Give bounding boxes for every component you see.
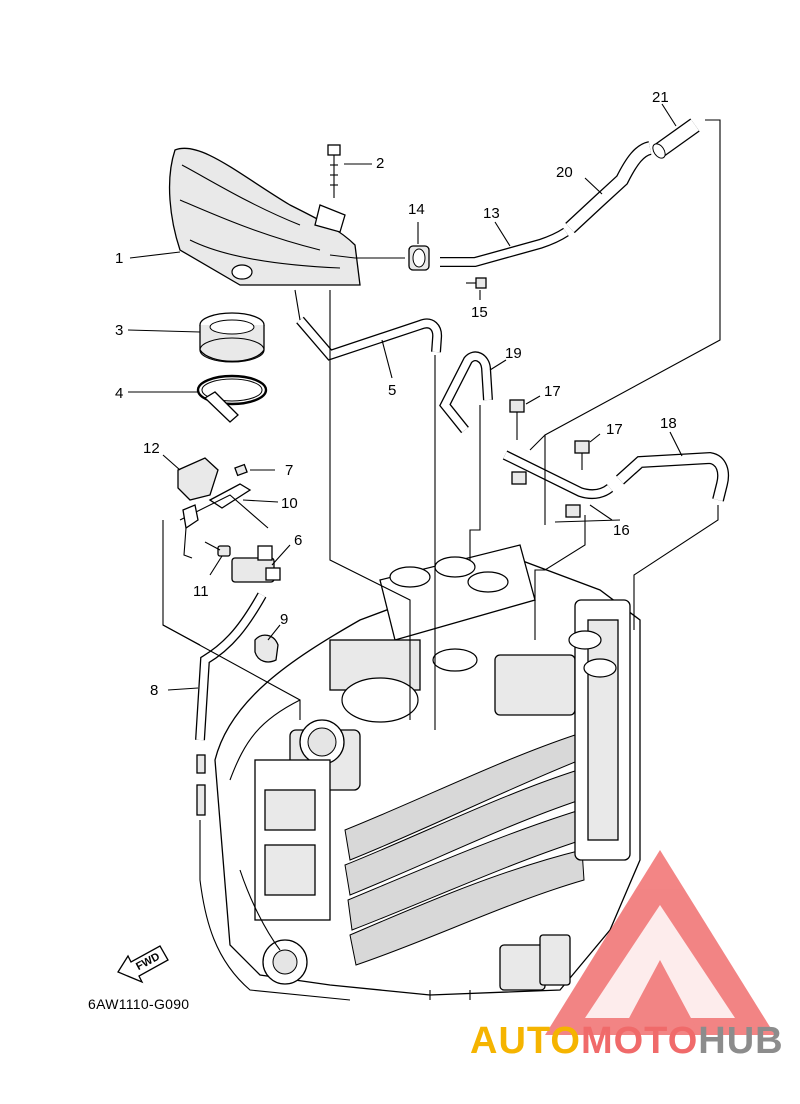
callout-13: 13: [483, 205, 500, 222]
part-15-screw: [466, 277, 487, 289]
drawing-code: 6AW1110-G090: [88, 996, 190, 1012]
part-11-screw: [204, 541, 231, 557]
part-9-clip: [254, 634, 279, 663]
callout-21: 21: [652, 89, 669, 106]
part-8-hose: [195, 592, 267, 816]
part-21-sleeve: [652, 118, 700, 159]
part-17-bolt-a: [509, 399, 525, 440]
part-6-sensor: [231, 545, 281, 583]
callout-4: 4: [115, 385, 123, 402]
watermark-auto: AUTO: [470, 1020, 581, 1062]
watermark-hub: HUB: [698, 1020, 784, 1062]
callout-20: 20: [556, 164, 573, 181]
watermark-moto: MOTO: [580, 1020, 699, 1062]
callout-12: 12: [143, 440, 160, 457]
callout-14: 14: [408, 201, 425, 218]
callout-5: 5: [388, 382, 396, 399]
callout-1: 1: [115, 250, 123, 267]
part-7-nut: [234, 463, 248, 477]
part-18-hose: [615, 451, 730, 502]
callout-18: 18: [660, 415, 677, 432]
callout-8: 8: [150, 682, 158, 699]
callout-16: 16: [613, 522, 630, 539]
callout-19: 19: [505, 345, 522, 362]
reference-lines: [162, 119, 721, 1001]
part-4-band: [196, 374, 268, 423]
part-19-hose: [439, 351, 493, 434]
part-1-intake-cover: [168, 147, 361, 286]
part-13-hose: [440, 227, 569, 267]
callout-6: 6: [294, 532, 302, 549]
callout-10: 10: [281, 495, 298, 512]
callout-9: 9: [280, 611, 288, 628]
callout-11: 11: [193, 583, 209, 600]
part-5-hose: [296, 316, 443, 361]
callout-numbers: 1 2 3 4 5 6 7 8 9 10 11 12 13 14 15 16 1…: [115, 89, 677, 699]
part-3-grommet: [199, 312, 265, 363]
callout-7: 7: [285, 462, 293, 479]
callout-17a: 17: [544, 383, 561, 400]
watermark-text: AUTOMOTOHUB: [470, 1020, 784, 1063]
leader-lines: [127, 103, 683, 691]
part-14-grommet: [408, 245, 430, 271]
part-17-bolt-b: [574, 440, 590, 470]
part-2-bolt: [327, 144, 341, 198]
callout-15: 15: [471, 304, 488, 321]
callout-2: 2: [376, 155, 384, 172]
part-12-clamp: [177, 457, 219, 559]
callout-17b: 17: [606, 421, 623, 438]
part-20-hose: [565, 141, 653, 234]
engine-block: [214, 544, 641, 1000]
part-16-fitting: [502, 450, 614, 518]
fwd-arrow-icon: FWD: [117, 945, 169, 984]
watermark-logo: [545, 850, 775, 1035]
callout-3: 3: [115, 322, 123, 339]
